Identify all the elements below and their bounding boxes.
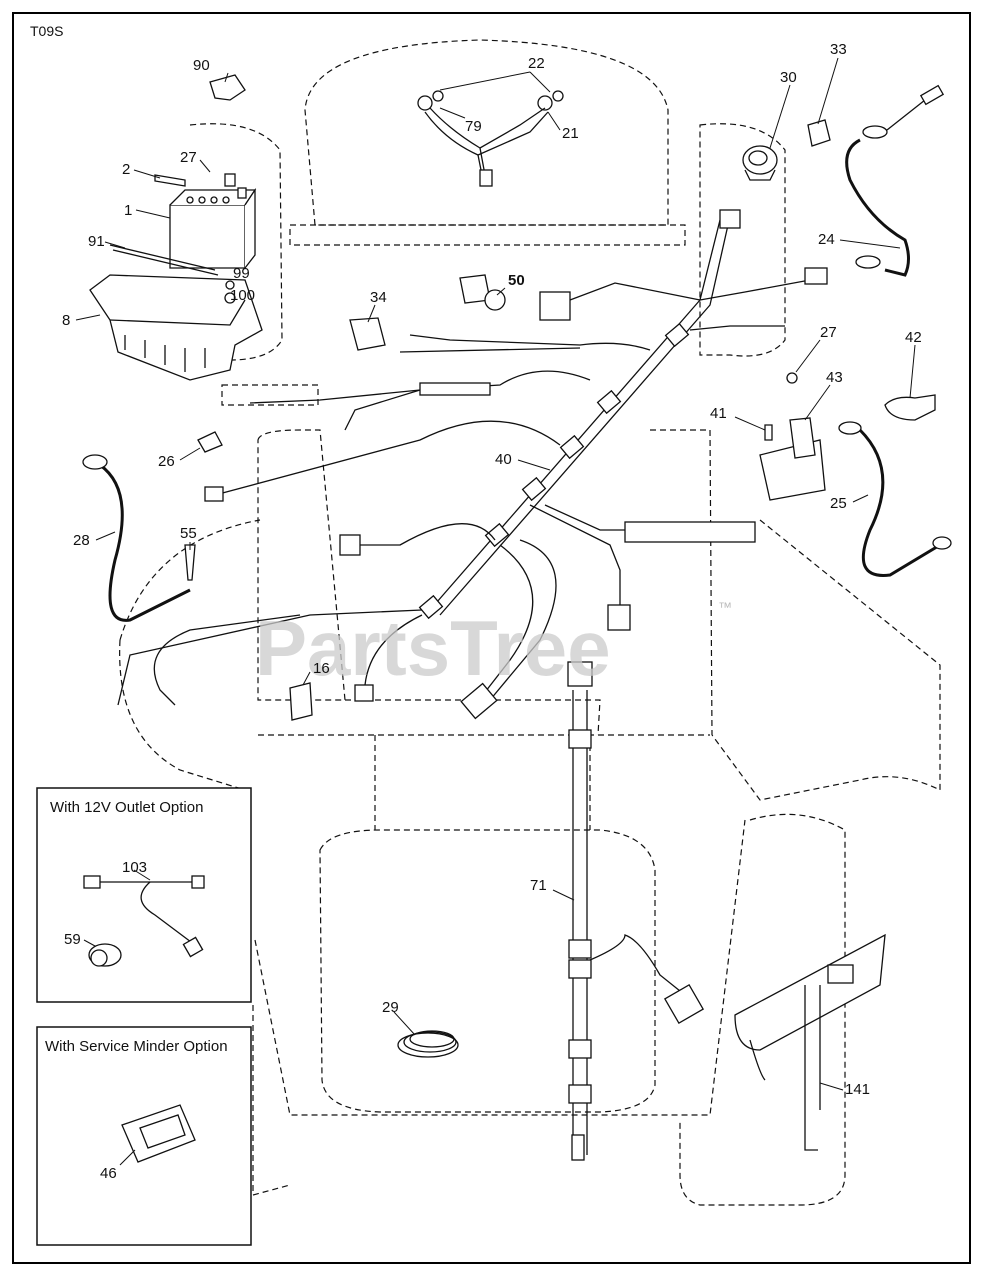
wire-coil-29 — [397, 1030, 459, 1058]
label-part-40: 40 — [495, 451, 512, 468]
leader-lines — [75, 57, 916, 1166]
label-part-46: 46 — [100, 1165, 117, 1182]
option-box-service-minder-title: With Service Minder Option — [45, 1038, 228, 1055]
part-labels: 2 27 1 91 99 100 8 90 22 79 21 30 33 24 … — [62, 41, 922, 1182]
label-part-79: 79 — [465, 118, 482, 135]
label-part-91: 91 — [88, 233, 105, 250]
bracket-141 — [734, 933, 886, 1151]
switch-34 — [349, 317, 386, 351]
label-part-103: 103 — [122, 859, 147, 876]
label-part-43: 43 — [826, 369, 843, 386]
switch-50 — [459, 274, 506, 311]
label-part-27-solenoid: 27 — [820, 324, 837, 341]
label-part-22: 22 — [528, 55, 545, 72]
headlight-harness — [417, 90, 564, 187]
label-part-50: 50 — [508, 272, 525, 289]
harness-71 — [567, 661, 705, 1161]
battery-nut — [224, 173, 236, 187]
label-part-41: 41 — [710, 405, 727, 422]
washer-99 — [225, 280, 235, 290]
part-90-clip — [209, 74, 246, 101]
battery-cable-24 — [845, 84, 945, 277]
ground-cable-28 — [82, 454, 191, 622]
main-harness — [117, 209, 828, 720]
bolt-55 — [184, 544, 196, 581]
label-part-25: 25 — [830, 495, 847, 512]
label-part-59: 59 — [64, 931, 81, 948]
label-part-8: 8 — [62, 312, 70, 329]
label-part-2: 2 — [122, 161, 130, 178]
part-42 — [884, 394, 936, 421]
watermark: PartsTree — [255, 604, 611, 692]
fuse-26 — [197, 431, 223, 453]
label-part-28: 28 — [73, 532, 90, 549]
screw-41 — [764, 424, 773, 441]
option-box-12v: With 12V Outlet Option — [36, 787, 252, 1003]
nut-100 — [224, 292, 236, 304]
label-part-1: 1 — [124, 202, 132, 219]
label-part-141: 141 — [845, 1081, 870, 1098]
label-part-42: 42 — [905, 329, 922, 346]
battery-tray — [89, 274, 263, 381]
label-part-16: 16 — [313, 660, 330, 677]
label-part-100: 100 — [230, 287, 255, 304]
label-part-29: 29 — [382, 999, 399, 1016]
part-33-module — [807, 119, 831, 147]
battery-hold-down-rod — [109, 244, 219, 276]
watermark-tm: ™ — [718, 599, 732, 615]
label-part-33: 33 — [830, 41, 847, 58]
label-part-99: 99 — [233, 265, 250, 282]
diagram-code: T09S — [30, 23, 63, 39]
cable-25 — [838, 421, 952, 577]
diagram-frame — [12, 12, 971, 1264]
option-box-12v-title: With 12V Outlet Option — [50, 799, 203, 816]
ignition-switch — [742, 145, 778, 181]
label-part-24: 24 — [818, 231, 835, 248]
battery-bolt — [154, 174, 186, 187]
label-part-55: 55 — [180, 525, 197, 542]
label-part-21: 21 — [562, 125, 579, 142]
label-part-71: 71 — [530, 877, 547, 894]
label-part-27-battery: 27 — [180, 149, 197, 166]
label-part-90: 90 — [193, 57, 210, 74]
option-box-service-minder: With Service Minder Option — [36, 1026, 252, 1246]
label-part-30: 30 — [780, 69, 797, 86]
label-part-34: 34 — [370, 289, 387, 306]
battery — [169, 187, 257, 269]
solenoid-43 — [759, 372, 826, 501]
label-part-26: 26 — [158, 453, 175, 470]
